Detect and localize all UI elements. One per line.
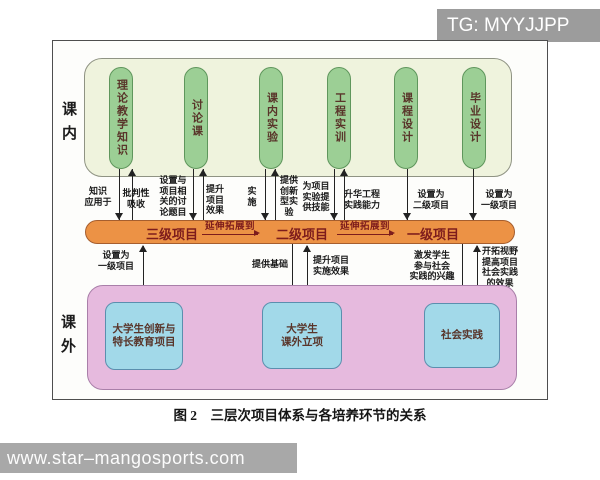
arrow-line: [473, 169, 474, 220]
arrow-line: [203, 169, 204, 220]
project-box-extracurricular-initiation: 大学生 课外立项: [262, 302, 342, 369]
tg-watermark-text: TG: MYYJJPP: [447, 14, 570, 36]
figure-caption: 图 2 三层次项目体系与各培养环节的关系: [173, 408, 427, 423]
project-box-social-practice: 社会实践: [424, 303, 500, 368]
course-pill-label: 课内实验: [265, 92, 278, 144]
arrow-down-icon: [403, 213, 411, 220]
course-pill-label: 毕业设计: [468, 92, 481, 144]
arrow-up-icon: [340, 169, 348, 176]
arrow-up-icon: [303, 245, 311, 252]
annotation-stimulate-interest: 激发学生 参与社会 实践的兴趣: [409, 250, 455, 281]
annotation-sublimate-practice-ability: 升华工程 实践能力: [343, 189, 380, 210]
project-level-bar: [85, 220, 515, 244]
arrow-line: [193, 169, 194, 220]
project-box-label: 大学生 课外立项: [281, 322, 323, 348]
arrow-line: [292, 244, 293, 298]
arrow-line: [344, 169, 345, 220]
annotation-set-as-level2: 设置为 二级项目: [412, 189, 449, 210]
arrow-up-icon: [199, 169, 207, 176]
annotation-broaden-horizons: 开拓视野 提高项目 社会实践 的效果: [481, 246, 518, 288]
arrow-up-icon: [128, 169, 136, 176]
course-pill-graduation-design: 毕业设计: [462, 67, 486, 169]
arrow-down-icon: [115, 213, 123, 220]
annotation-critical-absorb: 批判性 吸收: [122, 188, 150, 209]
annotation-improve-project-effect: 提升 项目 效果: [205, 184, 224, 215]
arrow-down-icon: [330, 213, 338, 220]
course-pill-label: 课程设计: [400, 92, 413, 144]
annotation-set-as-level1: 设置为 一级项目: [480, 189, 517, 210]
project-box-label: 社会实践: [441, 329, 483, 341]
section-label-out-of-class: 课外: [59, 314, 75, 362]
arrow-line: [275, 169, 276, 220]
in-class-zone: [84, 58, 512, 177]
annotation-provide-skills: 为项目 实验提 供技能: [302, 181, 330, 212]
extend-expand-arrow-2: 延伸拓展到: [334, 221, 396, 237]
course-pill-theory-knowledge: 理论教学知识: [109, 67, 133, 169]
level2-project-label: 二级项目: [275, 227, 328, 242]
level1-project-label: 一级项目: [406, 227, 459, 242]
annotation-provide-foundation: 提供基础: [251, 259, 288, 269]
annotation-set-discussion-topics: 设置与 项目相 关的讨 论题目: [159, 175, 187, 217]
annotation-provide-innovative-experiment: 提供 创新 型实 验: [279, 175, 298, 217]
project-box-label: 大学生创新与 特长教育项目: [112, 323, 176, 348]
course-pill-label: 讨论课: [190, 98, 203, 138]
arrow-line: [407, 169, 408, 220]
course-pill-engineering-training: 工程实训: [327, 67, 351, 169]
right-arrow-icon: [202, 230, 260, 237]
section-label-in-class: 课内: [60, 101, 76, 149]
arrow-line: [334, 169, 335, 220]
arrow-up-icon: [473, 245, 481, 252]
arrow-down-icon: [469, 213, 477, 220]
course-pill-course-design: 课程设计: [394, 67, 418, 169]
arrow-line: [119, 169, 120, 220]
course-pill-label: 理论教学知识: [115, 79, 128, 157]
tg-watermark-badge: TG: MYYJJPP: [437, 9, 600, 42]
extend-expand-label: 延伸拓展到: [204, 221, 255, 232]
right-arrow-icon: [337, 230, 395, 237]
annotation-implement: 实 施: [247, 186, 257, 207]
arrow-line: [307, 246, 308, 303]
watermark-bar: www.star–mangosports.com: [0, 443, 297, 473]
arrow-line: [462, 244, 463, 298]
project-box-innovation-education: 大学生创新与 特长教育项目: [105, 302, 183, 370]
level3-project-label: 三级项目: [145, 227, 198, 242]
arrow-up-icon: [271, 169, 279, 176]
arrow-line: [143, 246, 144, 303]
annotation-apply-knowledge: 知识 应用于: [84, 186, 112, 207]
arrow-line: [477, 246, 478, 303]
annotation-improve-implementation-effect: 提升项目 实施效果: [312, 255, 349, 276]
arrow-down-icon: [261, 213, 269, 220]
arrow-line: [265, 169, 266, 220]
arrow-up-icon: [139, 245, 147, 252]
arrow-down-icon: [189, 213, 197, 220]
course-pill-discussion-class: 讨论课: [184, 67, 208, 169]
extend-expand-label: 延伸拓展到: [339, 221, 390, 232]
extend-expand-arrow-1: 延伸拓展到: [199, 221, 261, 237]
annotation-set-as-level1-bottom: 设置为 一级项目: [97, 250, 134, 271]
course-pill-in-class-experiment: 课内实验: [259, 67, 283, 169]
course-pill-label: 工程实训: [333, 92, 346, 144]
arrow-line: [132, 169, 133, 220]
watermark-url-text: www.star–mangosports.com: [7, 447, 246, 468]
